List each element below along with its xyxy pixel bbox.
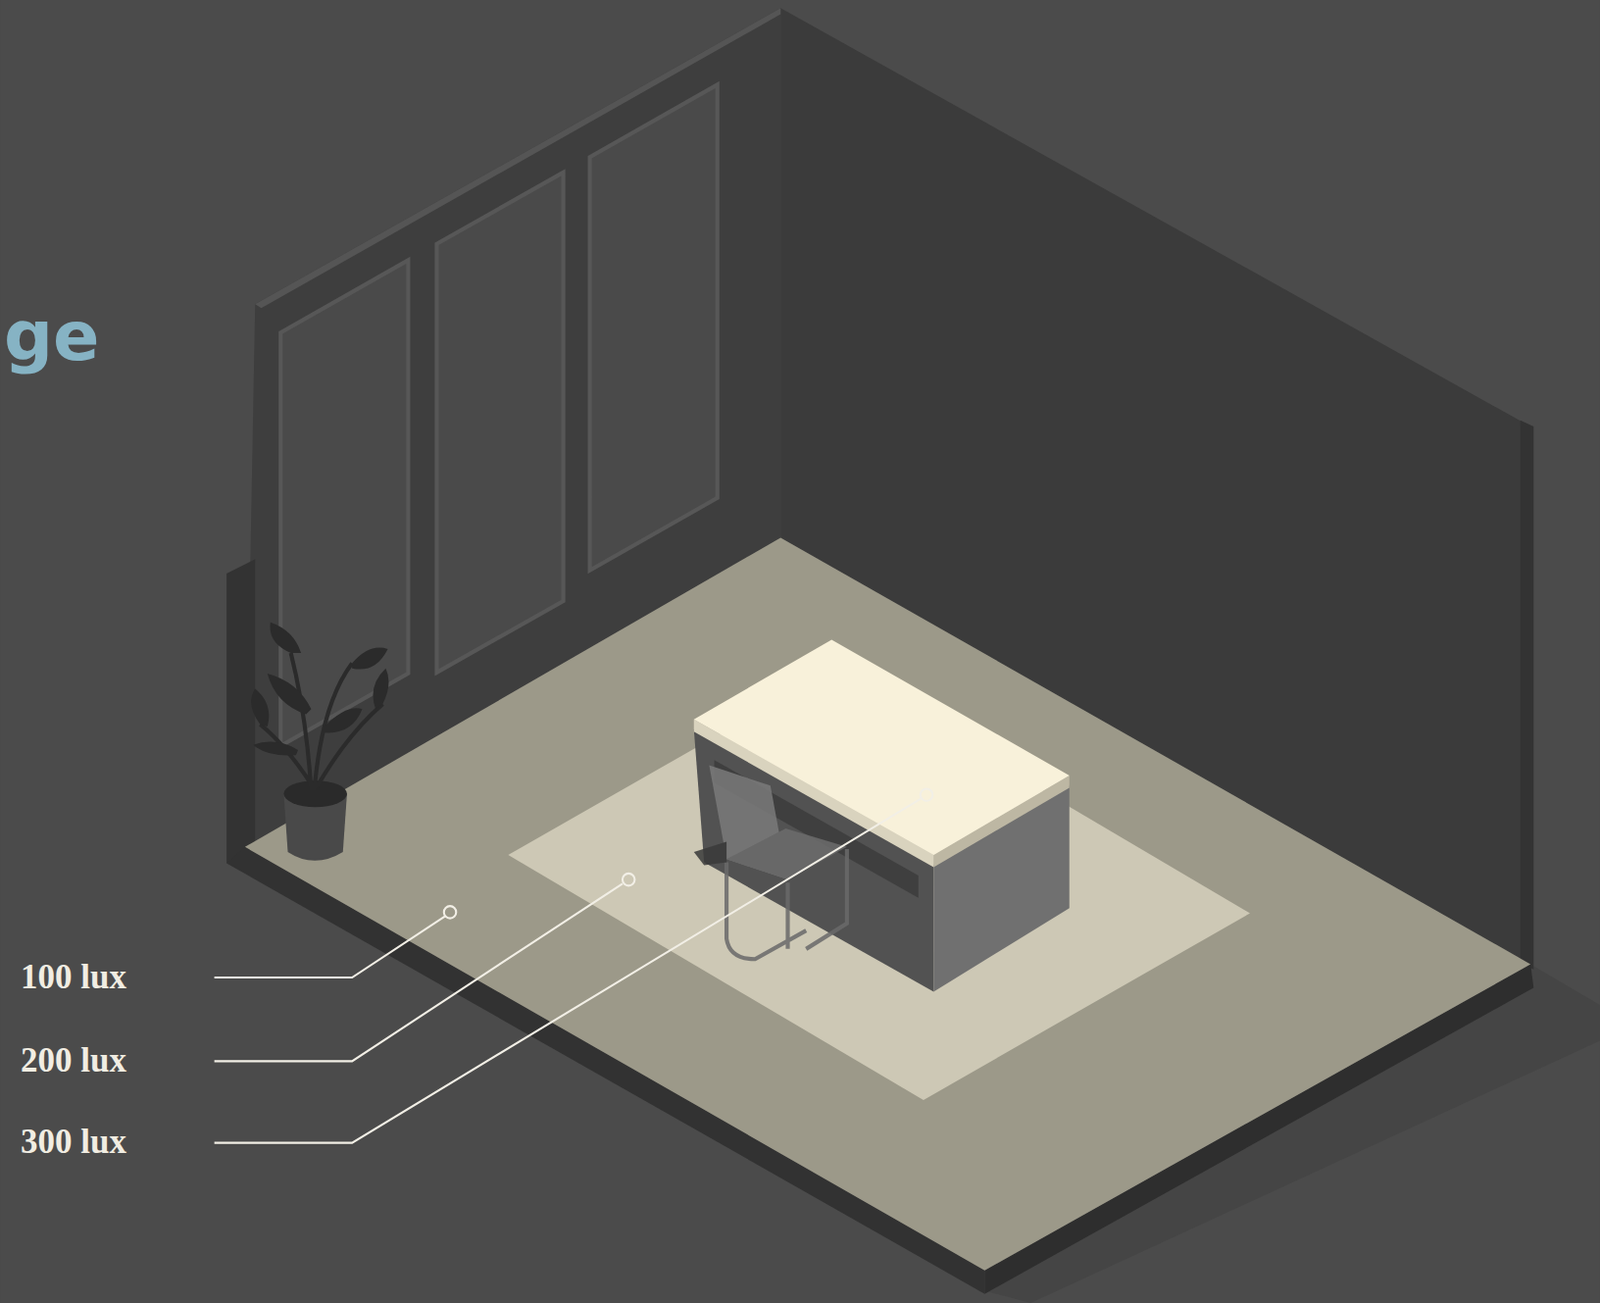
leader-line: [214, 916, 446, 978]
leader-line: [214, 799, 921, 1144]
chair: [694, 765, 848, 960]
measure-point: [920, 788, 933, 800]
chair-shadow: [694, 842, 727, 866]
plant-stems: [259, 652, 383, 791]
floor: [245, 537, 1531, 1270]
leader-lines: [214, 788, 934, 1143]
illuminance-label: 200 lux: [20, 1042, 127, 1081]
illuminance-label: 300 lux: [20, 1123, 127, 1162]
page-title: ge: [3, 299, 100, 375]
measure-point: [444, 905, 456, 918]
chair-legs: [726, 849, 848, 959]
leader-line: [214, 883, 623, 1061]
window-pane: [590, 84, 718, 570]
desk: [694, 640, 1070, 993]
window-pane: [437, 172, 564, 673]
measure-point: [622, 873, 635, 886]
left-wall-edge: [226, 558, 255, 863]
potted-plant: [250, 622, 389, 861]
plant-leaves: [250, 622, 389, 756]
right-wall-edge: [1520, 420, 1535, 970]
illuminance-label: 100 lux: [20, 958, 127, 998]
